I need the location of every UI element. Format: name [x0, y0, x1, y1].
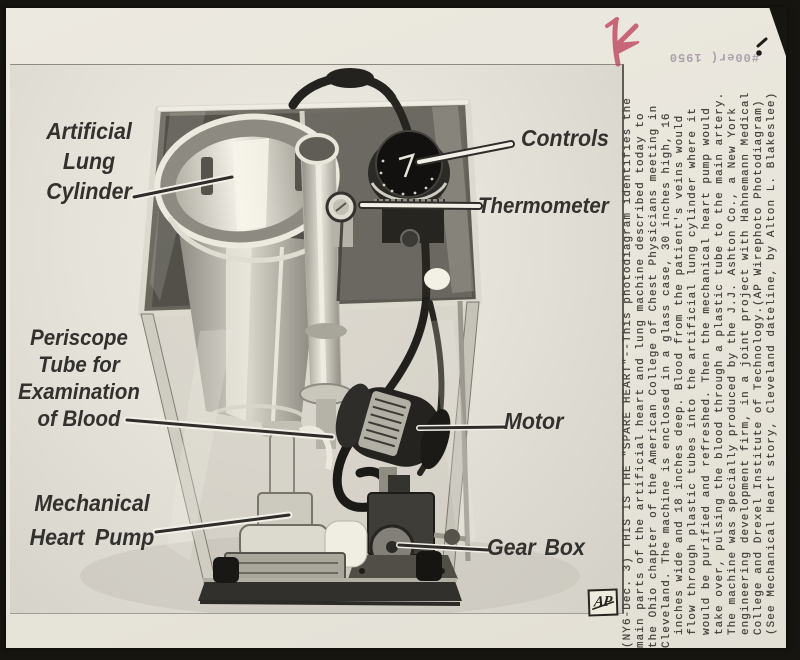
label-line: Periscope: [30, 325, 128, 350]
label-line: Tube for: [38, 352, 120, 377]
photograph-area: AP: [10, 64, 624, 617]
photo-print-paper: AP Artificial Lung Cylinder Controls The…: [6, 7, 787, 648]
label-thermometer: Thermometer: [478, 193, 609, 218]
date-stamp: #00er( 1950: [668, 50, 759, 64]
label-line: Examination: [18, 379, 140, 404]
caption-text-block: (NY6-Dec. 3) THIS IS THE "SPARE HEART"--…: [622, 56, 780, 648]
caption-line: Cleveland. The machine is enclosed in a …: [661, 112, 674, 648]
caption-line: The machine was specially produced by th…: [726, 107, 739, 635]
label-periscope-tube: Periscope Tube for Examination of Blood: [11, 324, 147, 432]
heart-lung-machine-photo: [80, 68, 580, 613]
caption-line: engineering development firm, in a joint…: [739, 91, 752, 635]
label-line: Artificial: [46, 118, 132, 144]
label-gear-box: Gear Box: [487, 534, 585, 560]
motor: [335, 383, 451, 470]
mechanical-heart-pump: [224, 421, 368, 584]
ap-logo: AP: [587, 588, 619, 617]
label-controls: Controls: [521, 125, 609, 151]
bright-blob: [424, 268, 450, 290]
callout-lines: [123, 140, 515, 553]
caption-line: main parts of the artificial heart and l…: [635, 112, 648, 648]
artificial-lung-cylinder: [154, 113, 340, 438]
label-line: Mechanical: [34, 490, 150, 516]
base-platform: [198, 551, 462, 606]
caption-line: would be purified and refreshed. Then th…: [700, 107, 713, 635]
caption-line: (NY6-Dec. 3) THIS IS THE "SPARE HEART"--…: [622, 97, 634, 648]
label-artificial-lung-cylinder: Artificial Lung Cylinder: [23, 116, 155, 206]
label-line: Cylinder: [46, 178, 132, 204]
caption-line: flow through plastic tubes into the arti…: [687, 107, 700, 635]
caption-line: College and Drexel Institute of Technolo…: [752, 99, 765, 635]
gear-box: [348, 475, 467, 579]
ap-logo-slash: [591, 600, 615, 611]
caption-line: take over, pulsing the blood through a p…: [713, 91, 726, 635]
caption-line: the Ohio chapter of the American College…: [648, 104, 661, 648]
controls-dial: [368, 130, 450, 249]
label-motor: Motor: [504, 408, 564, 434]
label-line: of Blood: [37, 406, 121, 431]
thermometer-gauge: [325, 191, 357, 302]
caption-line: inches wide and 18 inches deep. Blood fr…: [674, 114, 687, 635]
label-line: Lung: [62, 148, 116, 174]
caption-line: (See Mechanical Heart story, Cleveland d…: [766, 91, 779, 635]
paper-corner-clip: [769, 7, 787, 59]
label-line: Heart Pump: [29, 524, 155, 550]
label-mechanical-heart-pump: Mechanical Heart Pump: [19, 486, 164, 554]
